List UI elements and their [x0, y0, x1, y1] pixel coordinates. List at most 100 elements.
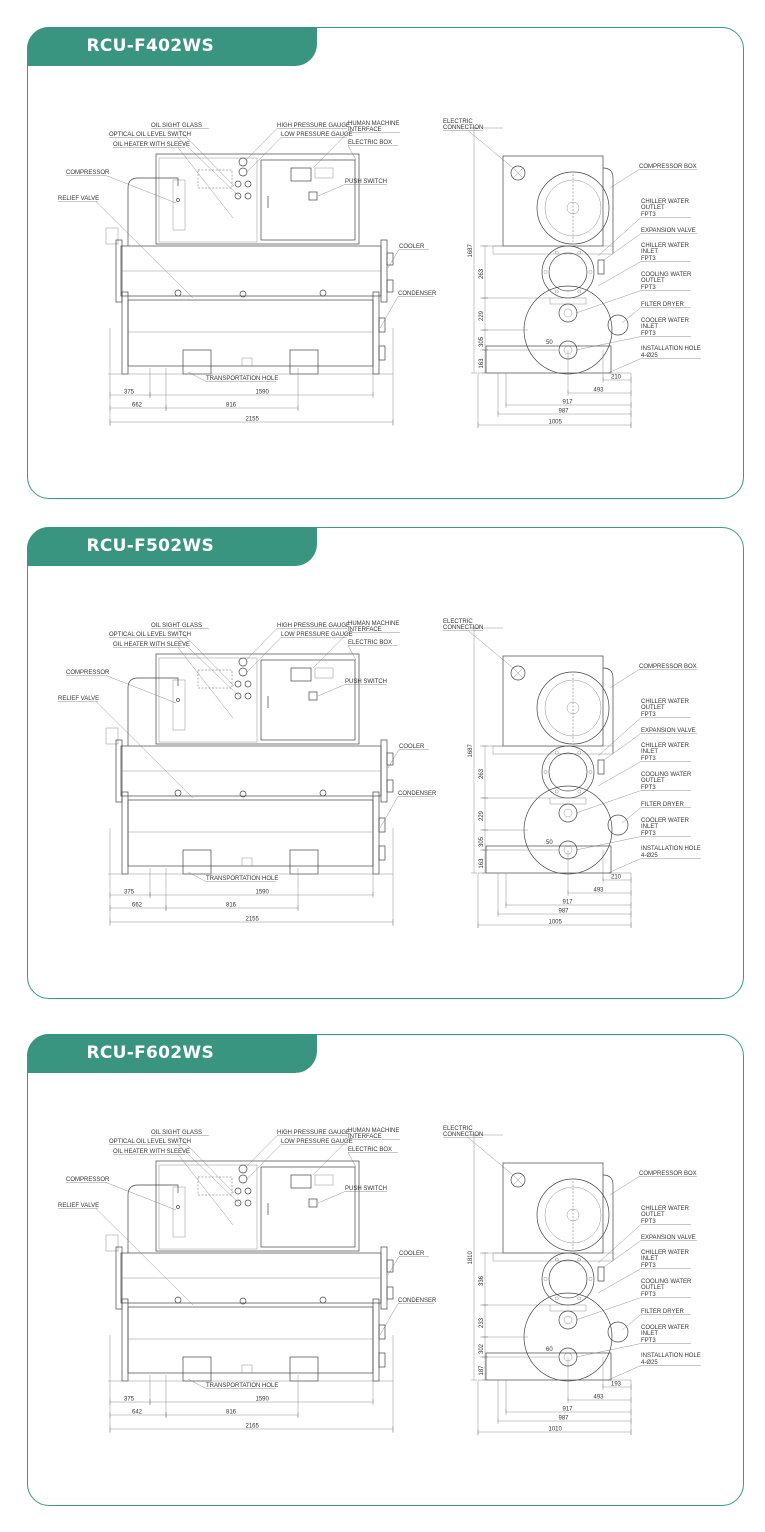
chiller-water-outlet-label: CHILLER WATER [641, 1206, 690, 1212]
dimension-label: 2155 [246, 417, 260, 423]
transportation-foot-left [182, 1356, 212, 1382]
dimension-label: 987 [559, 1416, 570, 1422]
sight-glass-icon [234, 192, 242, 200]
compressor-casing [536, 171, 610, 245]
dimension-label: 229 [479, 310, 485, 321]
high-pressure-gauge-icon [238, 657, 248, 667]
transportation-foot-left [182, 849, 212, 875]
dimension-label: 187 [479, 1365, 485, 1376]
condenser-flange-right [372, 291, 380, 375]
sight-glass-icon [244, 192, 252, 200]
dimension-label: 263 [479, 768, 485, 779]
pipe-fitting [174, 789, 182, 797]
dimension-label: 917 [563, 1407, 574, 1413]
expansion-valve-icon [597, 759, 605, 775]
support-plate [549, 297, 587, 305]
heater-box [197, 669, 233, 689]
flange-bolt [577, 789, 582, 794]
sight-glass-icon [234, 1187, 242, 1195]
leader-line [347, 145, 357, 161]
model-title: RCU-F502WS [86, 535, 215, 556]
refrigerant-pipe [602, 667, 614, 753]
dimension-label: 302 [479, 1343, 485, 1354]
cooler-water-inlet-label: INLET [641, 324, 658, 330]
cooler-water-inlet-label: INLET [641, 1331, 658, 1337]
model-title-tab: RCU-F402WS [26, 26, 317, 66]
leader-line [621, 307, 642, 324]
leader-line [187, 1378, 207, 1389]
cooler-water-inlet-label: FPT3 [641, 831, 656, 837]
relief-valve-icon [105, 1234, 119, 1252]
chiller-water-inlet-label: CHILLER WATER [641, 743, 690, 749]
flange-bolt [543, 770, 548, 774]
compressor-pipe [127, 177, 179, 246]
condenser-nozzle [378, 1352, 386, 1368]
high-pressure-gauge-icon [238, 1164, 248, 1174]
leader-line [105, 175, 177, 204]
relief-valve-label: RELIEF VALVE [58, 1203, 99, 1209]
electric-box [260, 159, 356, 241]
support-plate [549, 797, 587, 805]
cooling-water-outlet-label: COOLING WATER [641, 1279, 692, 1285]
dimension-label: 987 [559, 409, 570, 415]
transportation-hole-icon [241, 857, 253, 867]
support-plate [549, 1304, 587, 1312]
hmi-panel [314, 167, 334, 179]
installation-hole-label: 4-Ø25 [641, 353, 658, 359]
chiller-water-outlet-label: OUTLET [641, 705, 665, 711]
flange-bolt [554, 1296, 559, 1301]
optical-oil-level-switch-label: OPTICAL OIL LEVEL SWITCH [109, 132, 191, 138]
cooler-label: COOLER [399, 244, 425, 250]
cooling-water-outlet-nozzle [558, 1310, 578, 1330]
optical-oil-level-switch-label: OPTICAL OIL LEVEL SWITCH [109, 1139, 191, 1145]
flange-bolt [577, 1257, 582, 1262]
cooler-water-inlet-label: COOLER WATER [641, 318, 690, 324]
dimension-label: 375 [124, 1397, 135, 1403]
cooling-water-outlet-label: COOLING WATER [641, 272, 692, 278]
nozzle-bore [563, 1315, 573, 1325]
compressor-casing [536, 1178, 610, 1252]
dimension-label: 917 [563, 900, 574, 906]
leader-line [379, 296, 399, 329]
hmi-label: HUMAN MACHINE [348, 121, 399, 127]
condenser-nozzle [378, 845, 386, 861]
push-switch [308, 691, 318, 701]
cooler-flange-right [380, 1246, 388, 1310]
chiller-water-inlet-label: INLET [641, 749, 658, 755]
condenser-flange-right [372, 791, 380, 875]
transportation-hole-label: TRANSPORTATION HOLE [206, 1383, 278, 1389]
cooler-end-inner [548, 1259, 588, 1299]
electric-connection-cross [512, 667, 524, 679]
heater-box [197, 169, 233, 189]
leader-line [609, 169, 640, 189]
leader-line [347, 1152, 357, 1168]
filter-dryer-label: FILTER DRYER [641, 802, 684, 808]
cooler-nozzle [386, 779, 394, 793]
dimension-label: 375 [124, 890, 135, 896]
pipe-fitting [174, 1296, 182, 1304]
leader-line [312, 132, 349, 169]
compressor-casing [536, 671, 610, 745]
electric-connection-label: CONNECTION [443, 625, 483, 631]
compressor-pipe [127, 677, 179, 746]
leader-line [177, 1154, 234, 1226]
electric-connection-label: CONNECTION [443, 1132, 483, 1138]
dimension-label: 816 [226, 1410, 237, 1416]
relief-valve-icon [105, 727, 119, 745]
electric-connection-icon [510, 665, 526, 681]
leader-line [187, 871, 207, 882]
leader-line [245, 128, 278, 161]
chiller-water-inlet-label: INLET [641, 249, 658, 255]
dimension-label: 493 [594, 888, 605, 894]
leader-line [387, 749, 400, 769]
oil-sight-glass-label: OIL SIGHT GLASS [151, 123, 202, 129]
compressor-inner [544, 179, 602, 237]
leader-line [177, 1135, 235, 1194]
cooler-end-inner [548, 752, 588, 792]
hmi-label: HUMAN MACHINE [348, 621, 399, 627]
condenser-nozzle [378, 345, 386, 361]
compressor-box-label: COMPRESSOR BOX [639, 1171, 697, 1177]
relief-valve-label: RELIEF VALVE [58, 696, 99, 702]
leader-line [245, 628, 278, 661]
